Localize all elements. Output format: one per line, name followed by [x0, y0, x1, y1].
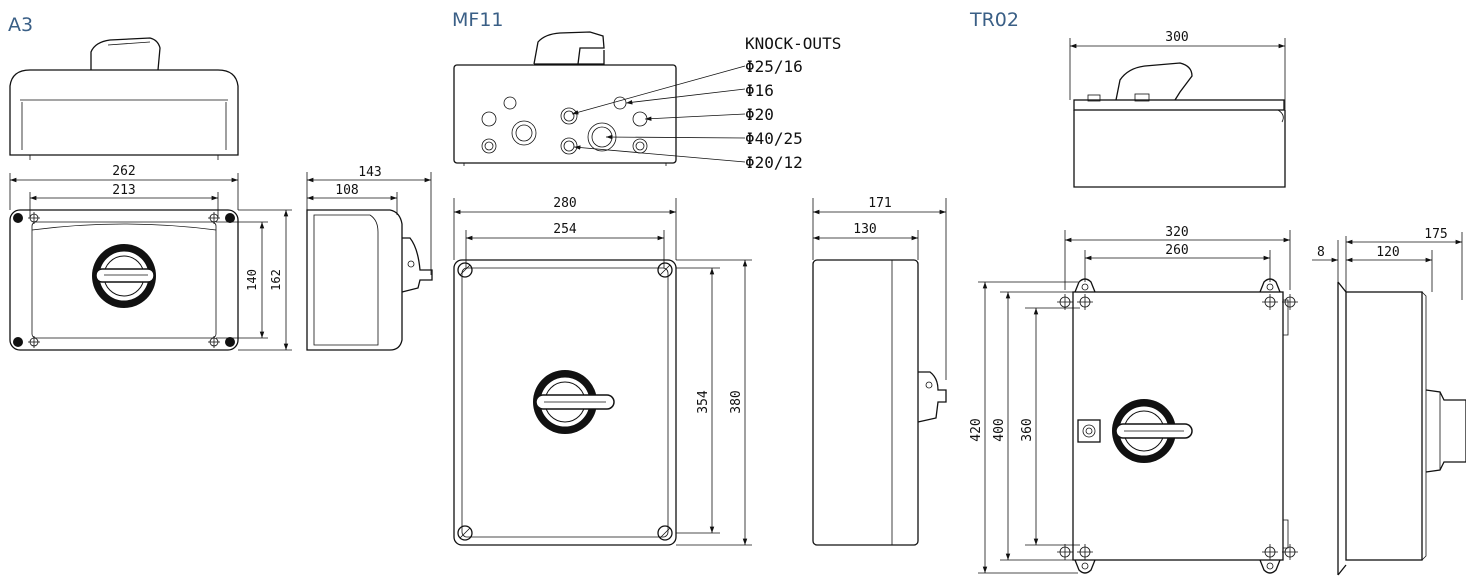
- a3-height-outer-label: 162: [269, 269, 283, 291]
- a3-screw: [13, 337, 23, 347]
- tr02-bracket-label: 8: [1317, 245, 1325, 260]
- a3-depth-outer-label: 143: [358, 165, 381, 180]
- mf11-width-inner-label: 254: [553, 222, 577, 237]
- tr02-width-outer-label: 320: [1165, 225, 1188, 240]
- a3-drawing: A3 262 213: [8, 14, 433, 351]
- tr02-height-mid-label: 400: [992, 418, 1007, 441]
- a3-side-view: 143 108: [306, 165, 433, 351]
- mf11-drawing: MF11 KN: [452, 9, 947, 546]
- tr02-depth-outer-label: 175: [1424, 227, 1447, 242]
- a3-top-view: [9, 37, 239, 160]
- tr02-height-inner-label: 360: [1020, 418, 1035, 441]
- a3-screw: [13, 213, 23, 223]
- knock-outs-heading: KNOCK-OUTS: [745, 34, 841, 53]
- mf11-height-inner-label: 354: [696, 390, 711, 414]
- mounting-bracket-icon: [1074, 278, 1281, 574]
- tr02-top-view: 300: [1069, 30, 1286, 188]
- tr02-width-inner-label: 260: [1165, 243, 1188, 258]
- knock-out-label: Φ16: [745, 81, 774, 100]
- mf11-depth-inner-label: 130: [853, 222, 876, 237]
- tr02-front-enclosure: [1072, 291, 1284, 561]
- mf11-front-view: 280 254 354: [453, 196, 752, 546]
- a3-front-view: 262 213: [9, 164, 292, 351]
- a3-height-inner-label: 140: [245, 269, 259, 291]
- screw-icon: [457, 262, 673, 541]
- mf11-side-view: 171 130: [812, 196, 947, 546]
- a3-width-outer-label: 262: [112, 164, 135, 179]
- tr02-title: TR02: [969, 9, 1019, 31]
- knock-out-label: Φ20/12: [745, 153, 803, 172]
- tr02-side-view: 175 120 8: [1312, 227, 1466, 576]
- a3-title: A3: [8, 14, 33, 36]
- a3-screw: [225, 213, 235, 223]
- knock-out-label: Φ20: [745, 105, 774, 124]
- crosshair-icon: [1057, 294, 1298, 560]
- lock-icon: [1077, 419, 1101, 443]
- mf11-height-outer-label: 380: [729, 390, 744, 413]
- a3-screw: [225, 337, 235, 347]
- a3-depth-inner-label: 108: [335, 183, 358, 198]
- mf11-front-enclosure: [453, 259, 677, 546]
- tr02-front-view: 320 260: [969, 225, 1298, 574]
- mf11-width-outer-label: 280: [553, 196, 576, 211]
- a3-width-inner-label: 213: [112, 183, 135, 198]
- mf11-title: MF11: [452, 9, 504, 31]
- knock-out-label: Φ25/16: [745, 57, 803, 76]
- rotary-handle-icon: [92, 244, 156, 308]
- crosshair-icon: [28, 212, 220, 348]
- mf11-top-view: KNOCK-OUTS Φ25/16 Φ16 Φ20 Φ40/25 Φ20/12: [453, 31, 841, 172]
- knock-outs-list: KNOCK-OUTS Φ25/16 Φ16 Φ20 Φ40/25 Φ20/12: [745, 34, 841, 172]
- tr02-height-outer-label: 420: [969, 418, 984, 441]
- rotary-handle-icon: [1112, 399, 1193, 463]
- knockout-hole-icon: [481, 96, 648, 155]
- knock-out-label: Φ40/25: [745, 129, 803, 148]
- tr02-depth-inner-label: 120: [1376, 245, 1399, 260]
- tr02-top-width-label: 300: [1165, 30, 1188, 45]
- mf11-depth-outer-label: 171: [868, 196, 891, 211]
- a3-front-enclosure: [9, 209, 239, 351]
- rotary-handle-icon: [533, 370, 615, 434]
- tr02-drawing: TR02 300 320 260: [969, 9, 1466, 576]
